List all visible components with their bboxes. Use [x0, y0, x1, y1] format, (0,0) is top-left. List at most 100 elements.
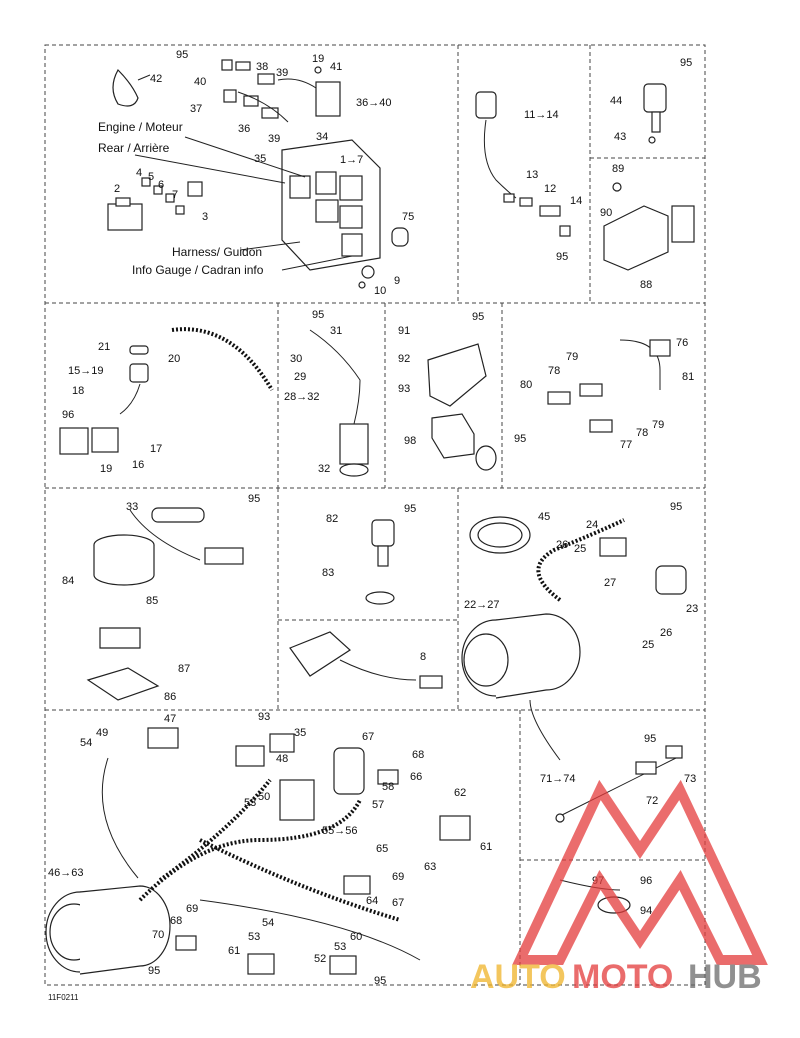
callout: 40 — [194, 76, 206, 88]
callout: 96 — [62, 409, 74, 421]
panel-harness — [45, 699, 561, 975]
callout: 5 — [148, 171, 154, 183]
callout: 72 — [646, 795, 658, 807]
callout: 78 — [548, 365, 560, 377]
callout: 83 — [322, 567, 334, 579]
callout: 86 — [164, 691, 176, 703]
callout: 3 — [202, 211, 208, 223]
panel-sensor — [475, 91, 571, 237]
callout: 53 — [248, 931, 260, 943]
callout: 84 — [62, 575, 74, 587]
callout: 21 — [98, 341, 110, 353]
callout: 60 — [350, 931, 362, 943]
panel-row2 — [59, 327, 671, 477]
callout: 95 — [312, 309, 324, 321]
callout: 8 — [420, 651, 426, 663]
callout: 96 — [640, 875, 652, 887]
callout: 23 — [686, 603, 698, 615]
callout: 54 — [80, 737, 92, 749]
callout: 53 — [244, 797, 256, 809]
callout: 49 — [96, 727, 108, 739]
callout: 31 — [330, 325, 342, 337]
callout: 77 — [620, 439, 632, 451]
callout: 75 — [402, 211, 414, 223]
panel-relay — [603, 182, 695, 271]
callout: 95 — [248, 493, 260, 505]
callout: 94 — [640, 905, 652, 917]
callout: 61 — [480, 841, 492, 853]
callout: 54 — [262, 917, 274, 929]
callout: 67 — [392, 897, 404, 909]
label-info-gauge: Info Gauge / Cadran info — [132, 263, 264, 277]
callout: 73 — [684, 773, 696, 785]
callout: 30 — [290, 353, 302, 365]
callout: 55→56 — [322, 825, 357, 837]
callout: 65 — [376, 843, 388, 855]
callout: 39 — [268, 133, 280, 145]
callout: 79 — [652, 419, 664, 431]
callout: 14 — [570, 195, 582, 207]
callout: 35 — [294, 727, 306, 739]
callout: 7 — [172, 189, 178, 201]
callout: 92 — [398, 353, 410, 365]
callout: 19 — [312, 53, 324, 65]
callout: 36 — [238, 123, 250, 135]
callout: 78 — [636, 427, 648, 439]
callout: 50 — [258, 791, 270, 803]
callout: 68 — [412, 749, 424, 761]
callout: 25 — [642, 639, 654, 651]
callout: 26 — [556, 539, 568, 551]
watermark-text-hub: HUB — [688, 958, 762, 996]
callout: 22→27 — [464, 599, 499, 611]
panel-right-lower — [555, 745, 683, 914]
callout: 2 — [114, 183, 120, 195]
callout: 95 — [404, 503, 416, 515]
callout: 80 — [520, 379, 532, 391]
callout: 43 — [614, 131, 626, 143]
callout: 44 — [610, 95, 622, 107]
callout: 95 — [670, 501, 682, 513]
callout: 90 — [600, 207, 612, 219]
callout: 34 — [316, 131, 328, 143]
watermark: AUTO MOTO HUB — [470, 779, 768, 996]
callout: 46→63 — [48, 867, 83, 879]
callout: 79 — [566, 351, 578, 363]
watermark-text-moto: MOTO — [572, 958, 673, 996]
callout: 53 — [334, 941, 346, 953]
watermark-text-auto: AUTO — [470, 958, 566, 996]
callout: 45 — [538, 511, 550, 523]
callouts: 95 42 40 38 39 19 41 36→40 37 36 39 34 3… — [48, 49, 698, 987]
callout: 6 — [158, 179, 164, 191]
label-harness: Harness/ Guidon — [172, 245, 262, 259]
callout: 48 — [276, 753, 288, 765]
callout: 33 — [126, 501, 138, 513]
callout: 42 — [150, 73, 162, 85]
callout: 35 — [254, 153, 266, 165]
section-labels: Engine / Moteur Rear / Arrière Harness/ … — [48, 120, 264, 1002]
callout: 63 — [424, 861, 436, 873]
callout: 58 — [382, 781, 394, 793]
callout: 93 — [398, 383, 410, 395]
callout: 87 — [178, 663, 190, 675]
callout: 64 — [366, 895, 378, 907]
callout: 93 — [258, 711, 270, 723]
watermark-logo-mark — [512, 779, 768, 965]
callout: 62 — [454, 787, 466, 799]
callout: 98 — [404, 435, 416, 447]
callout: 4 — [136, 167, 142, 179]
panel-switch — [643, 83, 667, 144]
callout: 95 — [374, 975, 386, 987]
callout: 66 — [410, 771, 422, 783]
callout: 61 — [228, 945, 240, 957]
callout: 39 — [276, 67, 288, 79]
callout: 82 — [326, 513, 338, 525]
callout: 18 — [72, 385, 84, 397]
callout: 71→74 — [540, 773, 575, 785]
panel-main-module — [107, 59, 409, 289]
callout: 76 — [676, 337, 688, 349]
callout: 91 — [398, 325, 410, 337]
callout: 12 — [544, 183, 556, 195]
callout: 36→40 — [356, 97, 391, 109]
callout: 29 — [294, 371, 306, 383]
